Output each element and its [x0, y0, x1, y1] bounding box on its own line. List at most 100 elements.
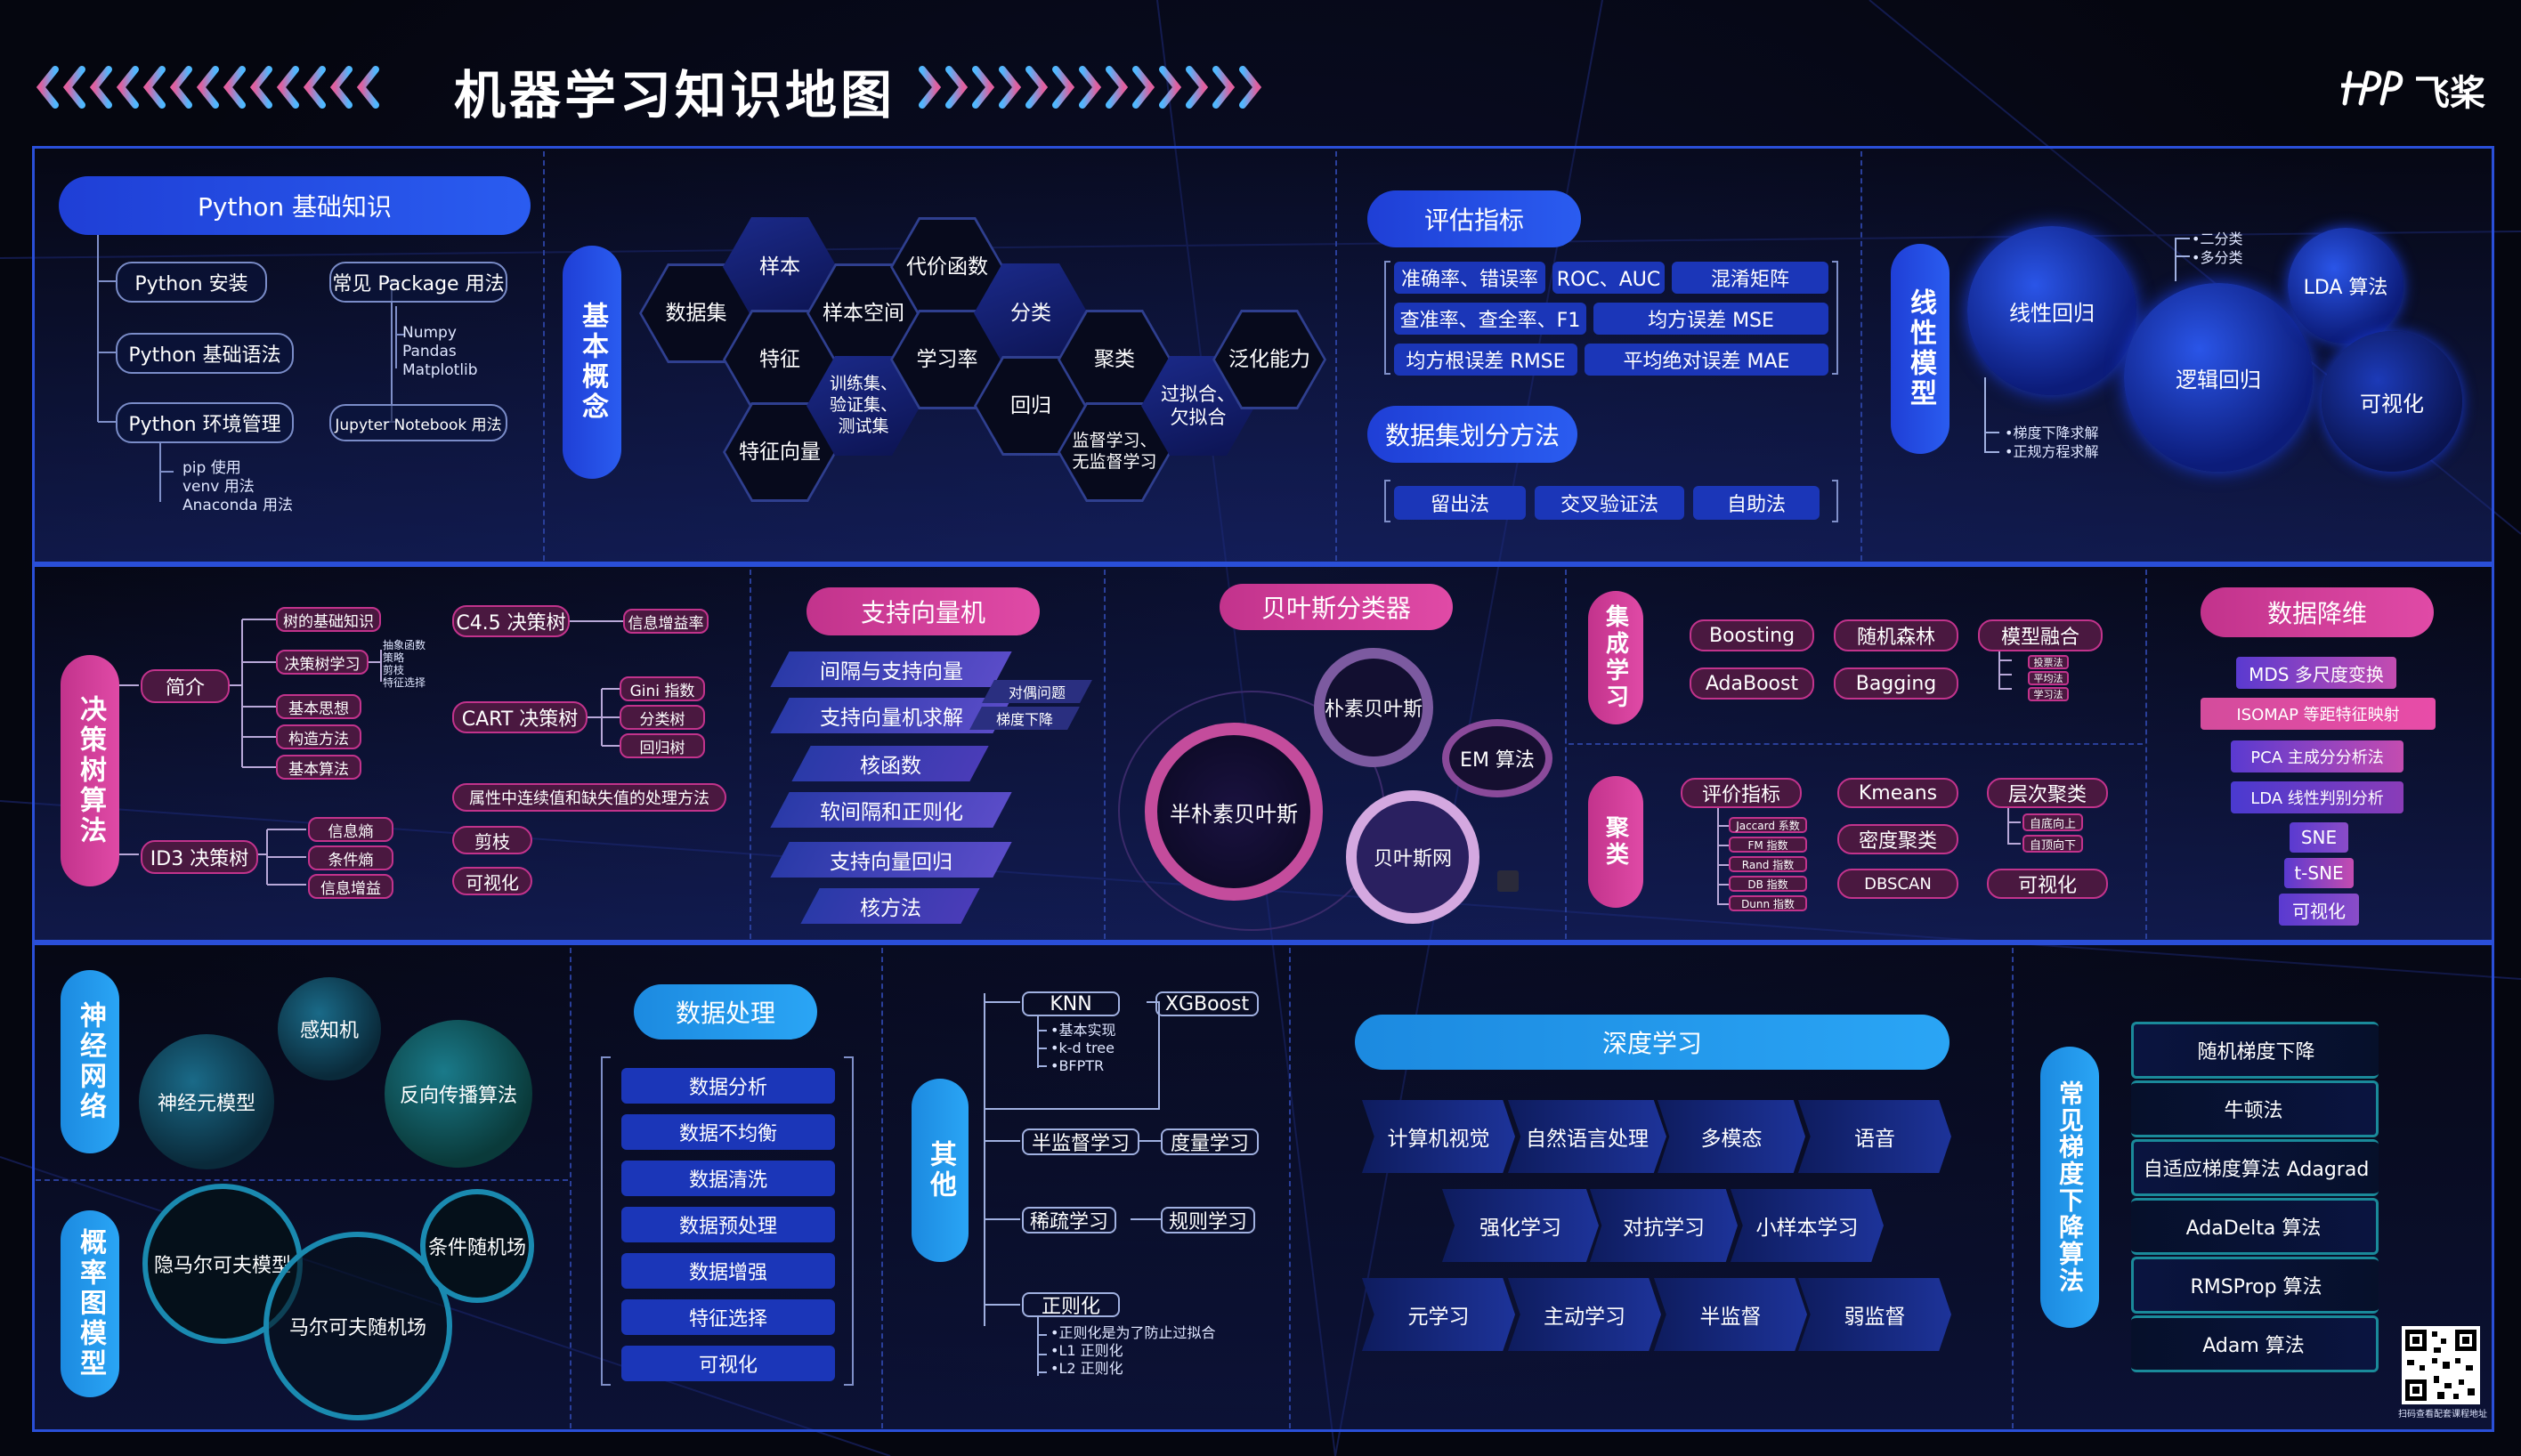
gd-adagrad[interactable]: 自适应梯度算法 Adagrad [2131, 1139, 2379, 1196]
svm-soft-margin[interactable]: 软间隔和正则化 [770, 792, 1012, 828]
other-semi-supervised[interactable]: 半监督学习 [1022, 1128, 1139, 1155]
pgm-mrf[interactable]: 马尔可夫随机场 [263, 1232, 452, 1420]
hier-bottom-up[interactable]: 自底向上 [2022, 813, 2083, 831]
c45-tree[interactable]: C4.5 决策树 [452, 605, 570, 637]
dimred-mds[interactable]: MDS 多尺度变换 [2236, 657, 2396, 689]
svm-title[interactable]: 支持向量机 [807, 587, 1040, 635]
dimred-sne[interactable]: SNE [2290, 822, 2348, 853]
dl-weak[interactable]: 弱监督 [1798, 1278, 1951, 1351]
split-title[interactable]: 数据集划分方法 [1367, 406, 1577, 463]
em-algorithm[interactable]: EM 算法 [1442, 719, 1552, 797]
dl-active[interactable]: 主动学习 [1508, 1278, 1661, 1351]
other-knn[interactable]: KNN [1022, 991, 1120, 1016]
ensemble-random-forest[interactable]: 随机森林 [1834, 619, 1958, 651]
cluster-density[interactable]: 密度聚类 [1837, 824, 1958, 854]
hier-top-down[interactable]: 自顶向下 [2022, 835, 2083, 853]
bayes-title[interactable]: 贝叶斯分类器 [1220, 584, 1453, 630]
linear-regression[interactable]: 线性回归 [1967, 226, 2136, 395]
id3-cond-entropy[interactable]: 条件熵 [308, 845, 393, 870]
dataproc-preprocess[interactable]: 数据预处理 [621, 1207, 835, 1242]
pgm-crf[interactable]: 条件随机场 [420, 1189, 534, 1303]
gd-adam[interactable]: Adam 算法 [2131, 1315, 2379, 1372]
dimred-lda[interactable]: LDA 线性判别分析 [2231, 781, 2403, 813]
dataproc-feature-select[interactable]: 特征选择 [621, 1299, 835, 1335]
fusion-average[interactable]: 平均法 [2028, 671, 2069, 685]
dataproc-title[interactable]: 数据处理 [634, 984, 817, 1039]
metric-rmse[interactable]: 均方根误差 RMSE [1394, 344, 1577, 376]
cart-regression[interactable]: 回归树 [620, 733, 705, 758]
dimred-tsne[interactable]: t-SNE [2284, 858, 2354, 888]
metric-confusion[interactable]: 混淆矩阵 [1672, 262, 1828, 294]
metric-fm[interactable]: FM 指数 [1729, 837, 1807, 853]
tree-basics[interactable]: 树的基础知识 [276, 607, 381, 632]
c45-gain-ratio[interactable]: 信息增益率 [623, 609, 709, 634]
hex-generalization[interactable]: 泛化能力 [1212, 310, 1326, 409]
other-regularization[interactable]: 正则化 [1022, 1292, 1120, 1318]
cluster-dbscan[interactable]: DBSCAN [1837, 869, 1958, 899]
gd-rmsprop[interactable]: RMSProp 算法 [2131, 1257, 2379, 1314]
tree-title[interactable]: 决策树算法 [61, 655, 119, 886]
metric-precision-recall[interactable]: 查准率、查全率、F1 [1394, 303, 1586, 335]
gd-adadelta[interactable]: AdaDelta 算法 [2131, 1198, 2379, 1255]
cart-tree[interactable]: CART 决策树 [452, 701, 588, 733]
dl-few-shot[interactable]: 小样本学习 [1731, 1189, 1884, 1262]
ensemble-boosting[interactable]: Boosting [1690, 619, 1814, 651]
gd-newton[interactable]: 牛顿法 [2131, 1080, 2379, 1137]
semi-naive-bayes[interactable]: 半朴素贝叶斯 [1145, 723, 1323, 901]
fusion-learn[interactable]: 学习法 [2028, 687, 2069, 701]
dl-speech[interactable]: 语音 [1798, 1100, 1951, 1173]
dimred-title[interactable]: 数据降维 [2201, 587, 2434, 637]
svm-kernel[interactable]: 核函数 [791, 746, 989, 781]
cluster-hierarchical[interactable]: 层次聚类 [1987, 778, 2108, 808]
dataproc-imbalance[interactable]: 数据不均衡 [621, 1114, 835, 1150]
ensemble-title[interactable]: 集成学习 [1588, 591, 1643, 724]
other-metric-learning[interactable]: 度量学习 [1161, 1128, 1259, 1155]
other-title[interactable]: 其他 [912, 1079, 969, 1262]
dl-multimodal[interactable]: 多模态 [1658, 1100, 1805, 1173]
metric-accuracy[interactable]: 准确率、错误率 [1394, 262, 1545, 294]
linear-visualization[interactable]: 可视化 [2322, 331, 2462, 472]
dimred-pca[interactable]: PCA 主成分分析法 [2231, 740, 2403, 772]
other-sparse-learning[interactable]: 稀疏学习 [1022, 1207, 1116, 1234]
lda-algorithm[interactable]: LDA 算法 [2288, 228, 2403, 344]
gd-title[interactable]: 常见梯度下降算法 [2040, 1047, 2099, 1328]
other-rule-learning[interactable]: 规则学习 [1161, 1207, 1255, 1234]
id3-entropy[interactable]: 信息熵 [308, 817, 393, 842]
metric-dunn[interactable]: Dunn 指数 [1729, 895, 1807, 911]
dataproc-cleaning[interactable]: 数据清洗 [621, 1161, 835, 1196]
svm-kernel-method[interactable]: 核方法 [800, 888, 980, 924]
eval-title[interactable]: 评估指标 [1367, 190, 1581, 247]
dimred-visualization[interactable]: 可视化 [2279, 894, 2359, 926]
python-packages[interactable]: 常见 Package 用法 [329, 262, 507, 303]
dl-nlp[interactable]: 自然语言处理 [1508, 1100, 1666, 1173]
nn-neuron[interactable]: 神经元模型 [139, 1034, 274, 1169]
python-title[interactable]: Python 基础知识 [59, 176, 531, 235]
dl-semi[interactable]: 半监督 [1654, 1278, 1807, 1351]
jupyter-usage[interactable]: Jupyter Notebook 用法 [329, 404, 507, 441]
python-syntax[interactable]: Python 基础语法 [116, 333, 294, 374]
nn-backprop[interactable]: 反向传播算法 [385, 1020, 532, 1168]
tree-intro[interactable]: 简介 [141, 669, 230, 703]
dl-rl[interactable]: 强化学习 [1442, 1189, 1599, 1262]
cart-classification[interactable]: 分类树 [620, 705, 705, 730]
ensemble-adaboost[interactable]: AdaBoost [1690, 667, 1814, 700]
tree-algorithm[interactable]: 基本算法 [276, 755, 361, 780]
split-bootstrap[interactable]: 自助法 [1693, 486, 1820, 520]
dimred-isomap[interactable]: ISOMAP 等距特征映射 [2201, 698, 2436, 730]
gd-sgd[interactable]: 随机梯度下降 [2131, 1022, 2379, 1079]
id3-tree[interactable]: ID3 决策树 [141, 840, 258, 874]
split-cross-validation[interactable]: 交叉验证法 [1535, 486, 1684, 520]
hex-supervised[interactable]: 监督学习、 无监督学习 [1058, 402, 1171, 502]
dataproc-augment[interactable]: 数据增强 [621, 1253, 835, 1289]
linear-title[interactable]: 线性模型 [1891, 244, 1950, 454]
cluster-kmeans[interactable]: Kmeans [1837, 778, 1958, 808]
dl-meta[interactable]: 元学习 [1362, 1278, 1515, 1351]
naive-bayes[interactable]: 朴素贝叶斯 [1314, 648, 1433, 767]
logistic-regression[interactable]: 逻辑回归 [2124, 283, 2313, 472]
qr-code-icon[interactable] [2402, 1326, 2480, 1404]
svm-dual[interactable]: 对偶问题 [982, 680, 1092, 703]
tree-missing-values[interactable]: 属性中连续值和缺失值的处理方法 [452, 783, 726, 812]
tree-idea[interactable]: 基本思想 [276, 694, 361, 719]
id3-info-gain[interactable]: 信息增益 [308, 874, 393, 899]
metric-mae[interactable]: 平均绝对误差 MAE [1585, 344, 1828, 376]
